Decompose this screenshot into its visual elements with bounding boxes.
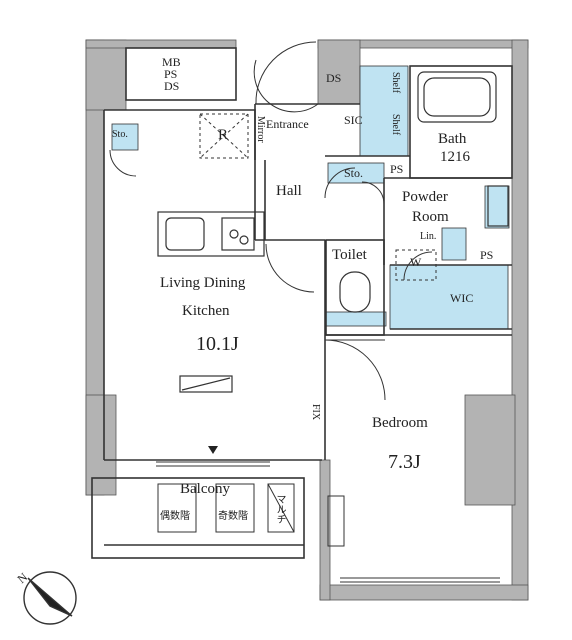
sic-label: SIC xyxy=(344,113,363,127)
sto-left-label: Sto. xyxy=(112,129,128,140)
ds-label-top: DS xyxy=(164,79,180,93)
lin-label: Lin. xyxy=(420,231,437,242)
bath-size-label: 1216 xyxy=(440,149,470,165)
balcony-label: Balcony xyxy=(180,481,230,497)
sto-left-area xyxy=(111,123,139,151)
range-hood xyxy=(199,113,249,159)
ds-label: DS xyxy=(326,71,342,85)
bathtub xyxy=(417,71,497,123)
entrance-marker xyxy=(208,446,218,454)
doors xyxy=(109,41,433,401)
ps-label: PS xyxy=(164,67,178,81)
powder-room-label: Powder xyxy=(402,189,448,205)
storage-areas xyxy=(111,65,510,330)
washer xyxy=(395,249,437,281)
hall-label: Hall xyxy=(276,183,302,199)
bath-label: Bath xyxy=(438,131,467,147)
ps-right-label: PS xyxy=(480,248,494,262)
odd-floor-label: 奇数階 xyxy=(218,511,248,522)
living-label: Living Dining xyxy=(160,275,246,291)
sto-hall-area xyxy=(327,162,385,184)
w-label: W xyxy=(410,255,422,269)
living-size-label: 10.1J xyxy=(196,333,239,355)
even-floor-label: 偶数階 xyxy=(160,511,190,522)
bedroom-size-label: 7.3J xyxy=(388,451,421,473)
fix-label: FIX xyxy=(310,404,321,421)
sink xyxy=(487,185,509,227)
lin-area xyxy=(441,227,467,261)
mirror-label: Mirror xyxy=(255,116,266,143)
entrance-label: Entrance xyxy=(266,117,309,131)
ps-bath-label: PS xyxy=(390,162,404,176)
sto-hall-label: Sto. xyxy=(344,166,364,180)
wic-area xyxy=(389,264,509,330)
balcony-units xyxy=(157,483,295,533)
wic-label: WIC xyxy=(450,291,474,305)
north-arrow xyxy=(23,571,77,625)
bath-shelf xyxy=(484,185,510,229)
shelf-top-label: Shelf xyxy=(390,72,401,94)
powder-room-label-2: Room xyxy=(412,209,449,225)
sic-area xyxy=(359,65,409,157)
shelf-bottom-label: Shelf xyxy=(390,114,401,136)
toilet-fixture xyxy=(339,271,371,313)
kitchen-counter xyxy=(157,211,265,393)
kitchen-label: Kitchen xyxy=(182,303,230,319)
toilet-shelf xyxy=(325,311,387,327)
interior-lines xyxy=(91,47,513,559)
mb-label: MB xyxy=(162,55,181,69)
toilet-label: Toilet xyxy=(332,247,367,263)
bedroom-label: Bedroom xyxy=(372,415,428,431)
windows xyxy=(156,461,500,583)
multi-label: マルチ xyxy=(274,494,285,524)
r-label: R xyxy=(218,127,229,143)
